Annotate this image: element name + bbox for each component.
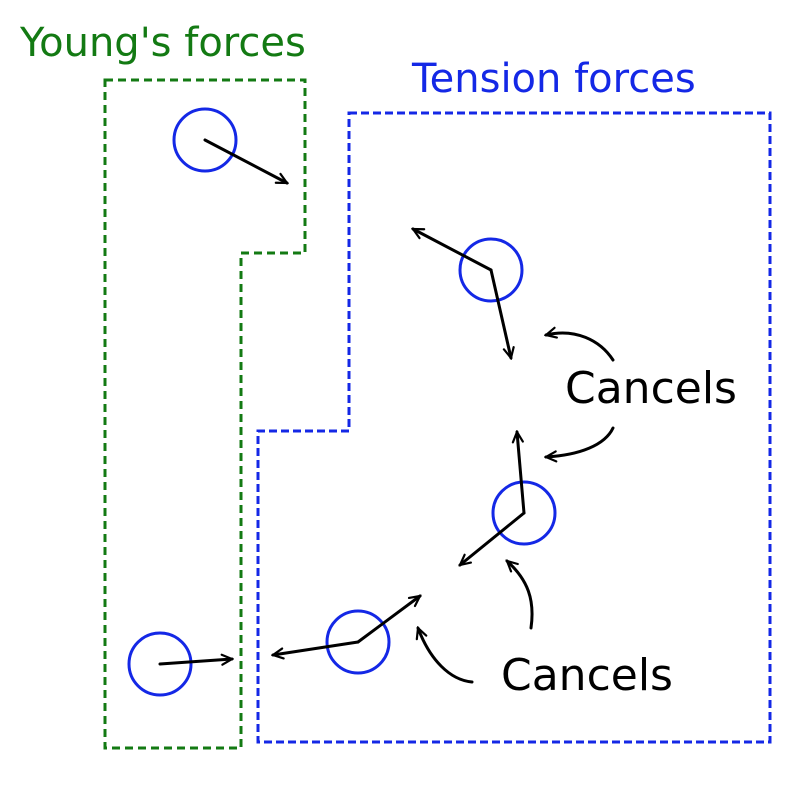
force-arrow [158,659,232,664]
force-arrow [203,138,287,185]
cancels-pointer-arrow [418,628,474,684]
force-arrow [460,511,526,565]
cancels-label-upper: Cancels [565,363,737,414]
particle-circle [172,107,238,173]
tension-region-boundary [256,111,772,744]
particle-circle [325,609,391,675]
youngs-region-boundary [103,78,307,750]
particle-circle [491,480,557,546]
force-arrow [517,432,526,515]
tension-forces-title: Tension forces [411,56,696,102]
force-arrow [356,594,420,644]
particle-circle [127,631,193,697]
cancels-pointer-arrow [546,333,615,362]
cancels-label-lower: Cancels [501,650,673,701]
force-arrow [413,227,493,272]
force-arrow [273,640,360,655]
youngs-forces-title: Young's forces [19,20,306,66]
particle-circle [458,237,524,303]
cancels-pointer-arrow [507,561,534,630]
force-arrow [489,268,511,358]
cancels-pointer-arrow [546,426,615,457]
